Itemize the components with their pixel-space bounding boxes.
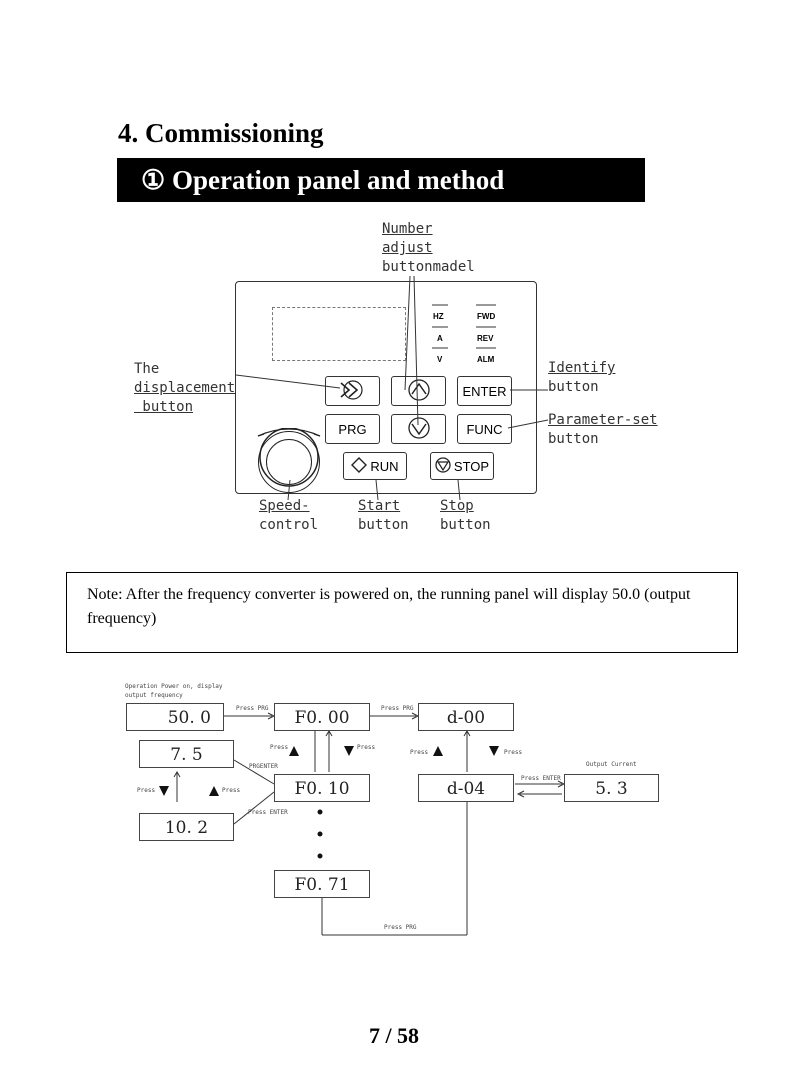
knob-inner-ring (266, 439, 312, 485)
label-identify: Identify button (548, 359, 615, 397)
label-press: Press (357, 744, 376, 751)
label-press: Press (270, 744, 289, 751)
down-button (391, 414, 446, 444)
label-line: Number (382, 221, 433, 237)
panel-display (272, 307, 406, 361)
box-value-10-2: 10. 2 (139, 813, 234, 841)
label-line: buttonmadel (382, 259, 475, 275)
func-button: FUNC (457, 414, 512, 444)
operation-panel (235, 281, 537, 494)
flow-caption: Operation Power on, display output frequ… (125, 682, 223, 700)
label-press-prg-2: Press PRG (381, 705, 414, 712)
up-button (391, 376, 446, 406)
label-speed-control: Speed- control (259, 497, 318, 535)
label-line: Stop (440, 498, 474, 514)
label-press-enter: Press ENTER (521, 775, 561, 782)
displacement-button (325, 376, 380, 406)
label-stop: Stop button (440, 497, 491, 535)
box-output-current: 5. 3 (564, 774, 659, 802)
label-press-prg-bottom: Press PRG (384, 924, 417, 931)
indicator-a: A (437, 334, 443, 343)
label-line: button (548, 379, 599, 395)
caption-line: output frequency (125, 692, 183, 699)
label-number-adjust: Number adjust buttonmadel (382, 220, 475, 277)
label-line: button (134, 399, 194, 415)
indicator-v: V (437, 355, 443, 364)
label-line: Speed- (259, 498, 310, 514)
label-line: control (259, 517, 319, 533)
label-line: button (358, 517, 409, 533)
label-line: Start (358, 498, 401, 514)
indicator-rev: REV (477, 334, 494, 343)
section-banner: ① Operation panel and method (117, 158, 645, 202)
run-button: RUN (343, 452, 407, 480)
run-diamond-icon (351, 456, 368, 476)
label-press-enter: Press ENTER (248, 809, 288, 816)
down-arrow-icon (407, 416, 431, 443)
label-parameter-set: Parameter-set button (548, 411, 658, 449)
box-f0-10: F0. 10 (274, 774, 370, 802)
box-output-frequency: 50. 0 (126, 703, 224, 731)
label-line: Parameter-set (548, 412, 658, 428)
label-displacement: The displacement button (134, 360, 235, 417)
stop-icon (435, 456, 451, 476)
label-prgenter: PRGENTER (249, 763, 278, 770)
indicator-fwd: FWD (477, 312, 496, 321)
indicator-hz: HZ (433, 312, 444, 321)
label-line: The (134, 361, 160, 377)
page-heading: 4. Commissioning (118, 118, 324, 148)
label-press: Press (137, 787, 156, 794)
box-f0-00: F0. 00 (274, 703, 370, 731)
label-output-current: Output Current (586, 761, 637, 768)
run-label: RUN (370, 458, 399, 474)
caption-line: Operation Power on, display (125, 683, 223, 690)
label-press: Press (504, 749, 523, 756)
box-d-00: d-00 (418, 703, 514, 731)
box-f0-71: F0. 71 (274, 870, 370, 898)
prg-button: PRG (325, 414, 380, 444)
double-chevron-right-icon (338, 379, 368, 403)
label-line: Identify (548, 360, 616, 376)
enter-button: ENTER (457, 376, 512, 406)
box-d-04: d-04 (418, 774, 514, 802)
label-line: button (440, 517, 491, 533)
indicator-alm: ALM (477, 355, 495, 364)
label-press: Press (410, 749, 429, 756)
label-start: Start button (358, 497, 409, 535)
page-number: 7 / 58 (368, 1023, 420, 1048)
stop-button: STOP (430, 452, 494, 480)
label-line: displacement (134, 380, 236, 396)
note-box: Note: After the frequency converter is p… (66, 572, 738, 653)
up-arrow-icon (407, 378, 431, 405)
label-line: button (548, 431, 599, 447)
label-press: Press (222, 787, 241, 794)
label-line: adjust (382, 240, 433, 256)
label-press-prg-1: Press PRG (236, 705, 269, 712)
box-value-7-5: 7. 5 (139, 740, 234, 768)
stop-label: STOP (453, 458, 490, 474)
